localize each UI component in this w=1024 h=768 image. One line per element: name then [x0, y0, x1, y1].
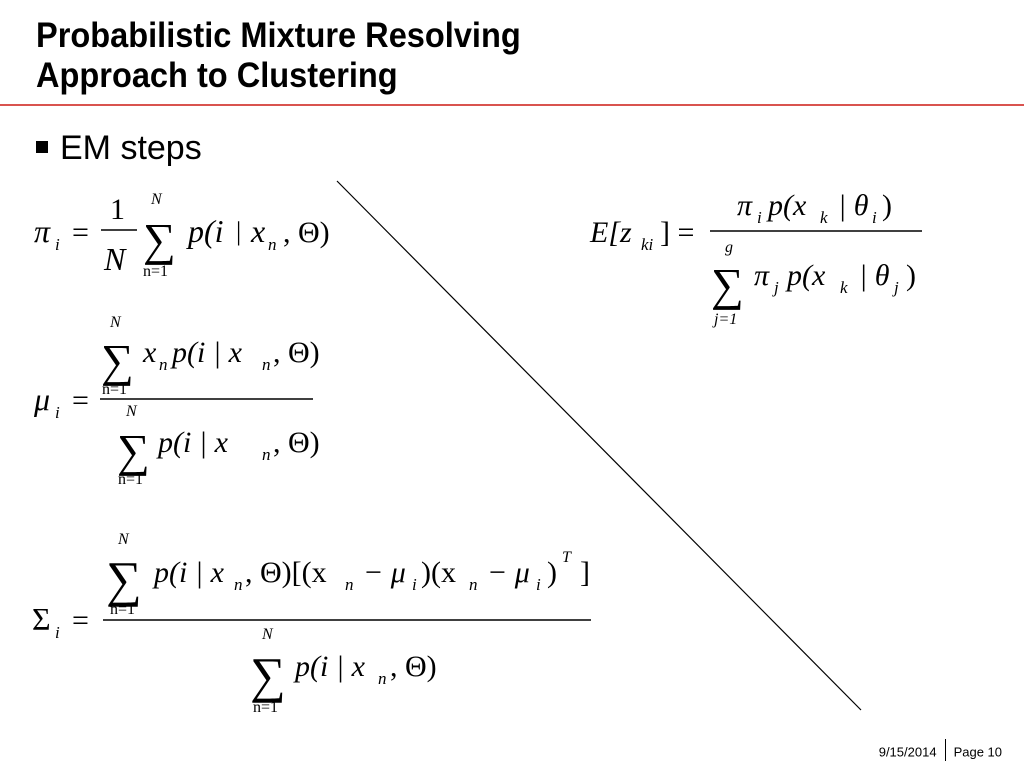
footer-separator — [944, 739, 946, 761]
pi-denominator: N — [103, 241, 127, 277]
sigma-num-g: ] — [580, 556, 590, 589]
formula-expectation: E[z ki ] = π i p(x k | θ i ) g ∑ j=1 π j… — [589, 189, 922, 328]
sigma-num-d: )(x — [421, 556, 456, 589]
pi-numerator: 1 — [110, 193, 125, 226]
sigma-num-c: − μ — [363, 556, 406, 589]
mu-num-body-sub: n — [262, 355, 271, 374]
sigma-lhs: Σ — [32, 601, 51, 637]
exp-den-theta: | θ — [859, 259, 890, 292]
sigma-num-e-sub: i — [536, 575, 541, 594]
mu-num-xsub: n — [159, 355, 168, 374]
mu-den-sum-upper: N — [125, 403, 138, 420]
sigma-den-body: p(i | x — [293, 650, 366, 683]
mu-lhs-sub: i — [55, 403, 60, 422]
sigma-num-f: ) — [547, 556, 557, 589]
exp-lhs-close: ] = — [660, 216, 694, 249]
exp-den-p-sub: k — [840, 278, 848, 297]
exp-num-pi-sub: i — [757, 208, 762, 227]
sigma-den-sum-lower: n=1 — [253, 699, 278, 716]
exp-den-sum-lower: j=1 — [712, 311, 737, 328]
exp-den-pi-sub: j — [772, 278, 779, 297]
slide-title: Probabilistic Mixture Resolving Approach… — [36, 16, 873, 96]
bullet-text: EM steps — [60, 129, 202, 167]
sigma-num-a: p(i | x — [152, 556, 225, 589]
mu-lhs: μ — [33, 381, 50, 417]
mu-eq: = — [72, 384, 89, 417]
exp-den-sum-symbol: ∑ — [711, 259, 744, 310]
exp-num-theta: | θ — [838, 189, 869, 222]
pi-sum-symbol: ∑ — [143, 214, 176, 265]
title-divider — [0, 104, 1024, 106]
sigma-num-sum-symbol: ∑ — [106, 551, 142, 607]
pi-sum-lower: n=1 — [143, 263, 168, 280]
pi-lhs-sub: i — [55, 235, 60, 254]
exp-den-p: p(x — [785, 259, 826, 292]
bullet-item: EM steps — [36, 128, 202, 168]
sigma-num-sup: T — [562, 549, 572, 566]
mu-num-tail: , Θ) — [273, 336, 320, 369]
sigma-den-body-sub: n — [378, 669, 387, 688]
slide-title-line-1: Probabilistic Mixture Resolving — [36, 16, 521, 55]
sigma-eq: = — [72, 604, 89, 637]
exp-num-close: ) — [882, 189, 892, 222]
exp-lhs: E[z — [589, 216, 632, 249]
mu-den-sum-symbol: ∑ — [117, 425, 150, 476]
mu-num-sum-lower: n=1 — [102, 381, 127, 398]
exp-den-sum-upper: g — [725, 239, 733, 256]
sigma-num-sum-lower: n=1 — [110, 601, 135, 618]
formula-mu: μ i = N ∑ n=1 x n p(i | x n , Θ) N ∑ n=1… — [33, 314, 320, 488]
pi-body-tail: , Θ) — [283, 216, 330, 249]
sigma-num-b: , Θ)[(x — [245, 556, 327, 589]
sigma-den-sum-symbol: ∑ — [250, 647, 286, 703]
footer-page-number: Page 10 — [953, 744, 1002, 760]
formula-pi: π i = 1 N N ∑ n=1 p(i | x n , Θ) — [34, 191, 330, 280]
exp-num-p: p(x — [766, 189, 807, 222]
sigma-num-b-sub: n — [345, 575, 354, 594]
pi-body-x: x — [250, 213, 265, 249]
mu-num-x: x — [142, 336, 157, 369]
pi-body-bar: | — [236, 217, 241, 246]
sigma-num-sum-upper: N — [117, 531, 130, 548]
sigma-num-c-sub: i — [412, 575, 417, 594]
exp-den-pi: π — [754, 259, 770, 292]
pi-body-p: p(i — [186, 213, 224, 249]
pi-eq: = — [72, 216, 89, 249]
exp-num-theta-sub: i — [872, 208, 877, 227]
mu-num-sum-symbol: ∑ — [101, 335, 134, 386]
footer-date: 9/15/2014 — [878, 744, 937, 760]
sigma-lhs-sub: i — [55, 623, 60, 642]
mu-den-sum-lower: n=1 — [118, 471, 143, 488]
sigma-num-a-sub: n — [234, 575, 243, 594]
mu-den-body-sub: n — [262, 445, 271, 464]
pi-sum-upper: N — [150, 191, 163, 208]
sigma-den-sum-upper: N — [261, 626, 274, 643]
exp-den-close: ) — [906, 259, 916, 292]
mu-num-sum-upper: N — [109, 314, 122, 331]
sigma-den-tail: , Θ) — [390, 650, 437, 683]
exp-den-theta-sub: j — [892, 278, 899, 297]
mu-num-body: p(i | x — [170, 336, 243, 369]
slide-title-line-2: Approach to Clustering — [36, 56, 398, 95]
sigma-num-d-sub: n — [469, 575, 478, 594]
sigma-num-e: − μ — [487, 556, 530, 589]
slide-footer: 9/15/2014 Page 10 — [878, 739, 1002, 764]
exp-num-p-sub: k — [820, 208, 828, 227]
mu-den-tail: , Θ) — [273, 426, 320, 459]
exp-lhs-sub: ki — [641, 235, 654, 254]
formula-sigma: Σ i = N ∑ n=1 p(i | x n , Θ)[(x n − μ i … — [32, 531, 591, 716]
exp-num-pi: π — [737, 189, 753, 222]
mu-den-body: p(i | x — [156, 426, 229, 459]
square-bullet-icon — [36, 141, 48, 154]
pi-body-xsub: n — [268, 235, 277, 254]
pi-lhs: π — [34, 213, 51, 249]
